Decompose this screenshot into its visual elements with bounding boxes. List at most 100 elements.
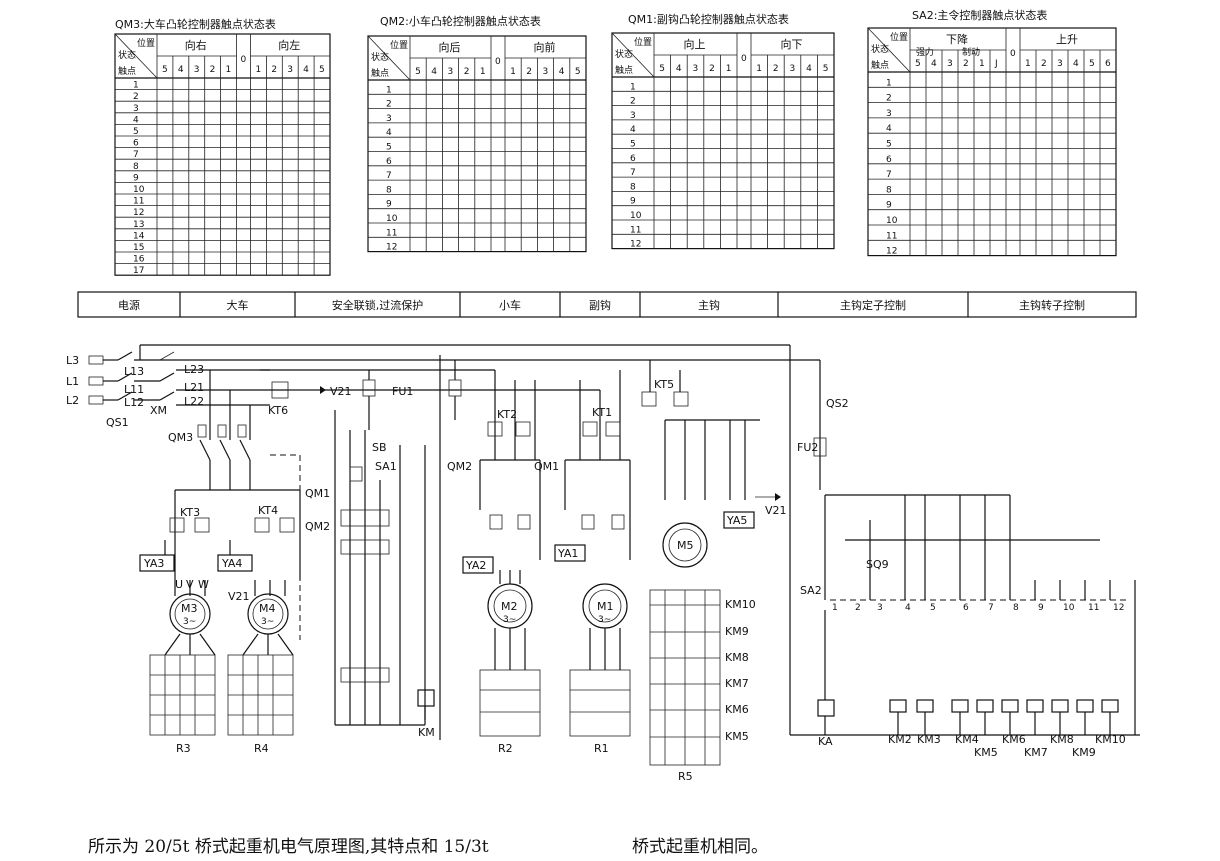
section-label: 安全联锁,过流保护 — [332, 298, 424, 312]
row-label: 7 — [386, 171, 392, 181]
sa2-contact-number: 12 — [1113, 603, 1124, 613]
label-SA2: SA2 — [800, 584, 822, 597]
coil-label: KM2 — [888, 733, 912, 746]
coil-label: KM10 — [1095, 733, 1126, 746]
label-M5: M5 — [677, 539, 694, 552]
label-W: W — [198, 578, 209, 591]
col-label: 2 — [526, 67, 532, 77]
col-label: 4 — [431, 67, 437, 77]
row-label: 5 — [886, 140, 892, 150]
col-label: 4 — [676, 64, 682, 74]
col-label: 5 — [575, 67, 581, 77]
section-bar: 电源大车安全联锁,过流保护小车副钩主钩主钩定子控制主钩转子控制 — [77, 291, 1137, 318]
label-SB: SB — [372, 441, 387, 454]
table-title: QM3:大车凸轮控制器触点状态表 — [115, 17, 276, 31]
label-M2-phase: 3~ — [503, 615, 516, 625]
group-right: 上升 — [1056, 33, 1078, 46]
row-label: 10 — [630, 211, 642, 221]
row-label: 5 — [133, 127, 139, 137]
corner-position: 位置 — [634, 36, 652, 48]
col-label: 6 — [1105, 59, 1111, 69]
coil-label: KM9 — [1072, 746, 1096, 759]
row-label: 8 — [630, 182, 636, 192]
row-label: 12 — [386, 243, 397, 253]
label-KM10-rotor: KM10 — [725, 598, 756, 611]
label-V21-c: V21 — [765, 504, 787, 517]
label-KA: KA — [818, 735, 833, 748]
section-label: 电源 — [118, 298, 140, 312]
row-label: 3 — [886, 109, 892, 119]
col-label: 1 — [726, 64, 732, 74]
label-QM1-b: QM1 — [305, 487, 330, 500]
sa2-contact-number: 6 — [963, 603, 969, 613]
col-label: 2 — [963, 59, 969, 69]
corner-state: 状态 — [371, 51, 389, 63]
row-label: 3 — [133, 104, 139, 114]
label-L11: L11 — [124, 383, 144, 396]
col-label: 3 — [448, 67, 454, 77]
row-label: 15 — [133, 243, 144, 253]
mid-zero: 0 — [1010, 49, 1016, 59]
row-label: 11 — [133, 197, 144, 207]
col-label: 1 — [226, 65, 232, 75]
sub-strong: 强力 — [916, 46, 934, 58]
section-label: 副钩 — [589, 298, 611, 312]
row-label: 1 — [386, 85, 392, 95]
section-label: 主钩定子控制 — [840, 298, 906, 312]
label-L12: L12 — [124, 396, 144, 409]
group-left: 下降 — [946, 32, 968, 46]
row-label: 16 — [133, 255, 145, 265]
label-L13: L13 — [124, 365, 144, 378]
label-M4: M4 — [259, 602, 276, 615]
label-M1: M1 — [597, 600, 614, 613]
row-label: 12 — [630, 240, 641, 250]
col-label: 4 — [559, 67, 565, 77]
sa2-contact-number: 2 — [855, 603, 861, 613]
col-label: 4 — [931, 59, 937, 69]
corner-position: 位置 — [137, 37, 155, 49]
group-left: 向右 — [185, 38, 207, 52]
row-label: 7 — [133, 150, 139, 160]
label-U: U — [175, 578, 183, 591]
col-label: 2 — [709, 64, 715, 74]
row-label: 2 — [630, 97, 636, 107]
caption-right: 桥式起重机相同。 — [632, 837, 768, 857]
corner-contact: 触点 — [615, 64, 633, 76]
row-label: 8 — [886, 185, 892, 195]
col-label: 4 — [1073, 59, 1079, 69]
label-QM2-a: QM2 — [447, 460, 472, 473]
col-label: 2 — [271, 65, 277, 75]
row-label: 9 — [133, 173, 139, 183]
col-label: 3 — [790, 64, 796, 74]
label-R1: R1 — [594, 742, 609, 755]
coil-label: KM3 — [917, 733, 941, 746]
section-label: 主钩转子控制 — [1019, 298, 1085, 312]
section-label: 小车 — [499, 298, 521, 312]
row-label: 9 — [886, 201, 892, 211]
row-label: 1 — [630, 82, 636, 92]
col-label: 5 — [1089, 59, 1095, 69]
group-left: 向后 — [439, 40, 461, 54]
row-label: 11 — [886, 231, 897, 241]
group-right: 向左 — [278, 38, 300, 52]
label-KM7-rotor: KM7 — [725, 677, 749, 690]
row-label: 12 — [133, 208, 144, 218]
label-YA3: YA3 — [143, 557, 164, 570]
label-YA5: YA5 — [726, 514, 747, 527]
label-R5: R5 — [678, 770, 693, 783]
row-label: 3 — [630, 111, 636, 121]
col-label: 4 — [303, 65, 309, 75]
schematic-labels: L3 L1 L2 L13 L11 L12 L23 L21 L22 XM QS1 … — [66, 354, 889, 783]
label-R3: R3 — [176, 742, 191, 755]
label-KT3: KT3 — [180, 506, 200, 519]
coil-label: KM4 — [955, 733, 979, 746]
sa2-contact-number: 8 — [1013, 603, 1019, 613]
col-label: 3 — [693, 64, 699, 74]
sa2-contact-number: 3 — [877, 603, 883, 613]
label-QM1-a: QM1 — [534, 460, 559, 473]
